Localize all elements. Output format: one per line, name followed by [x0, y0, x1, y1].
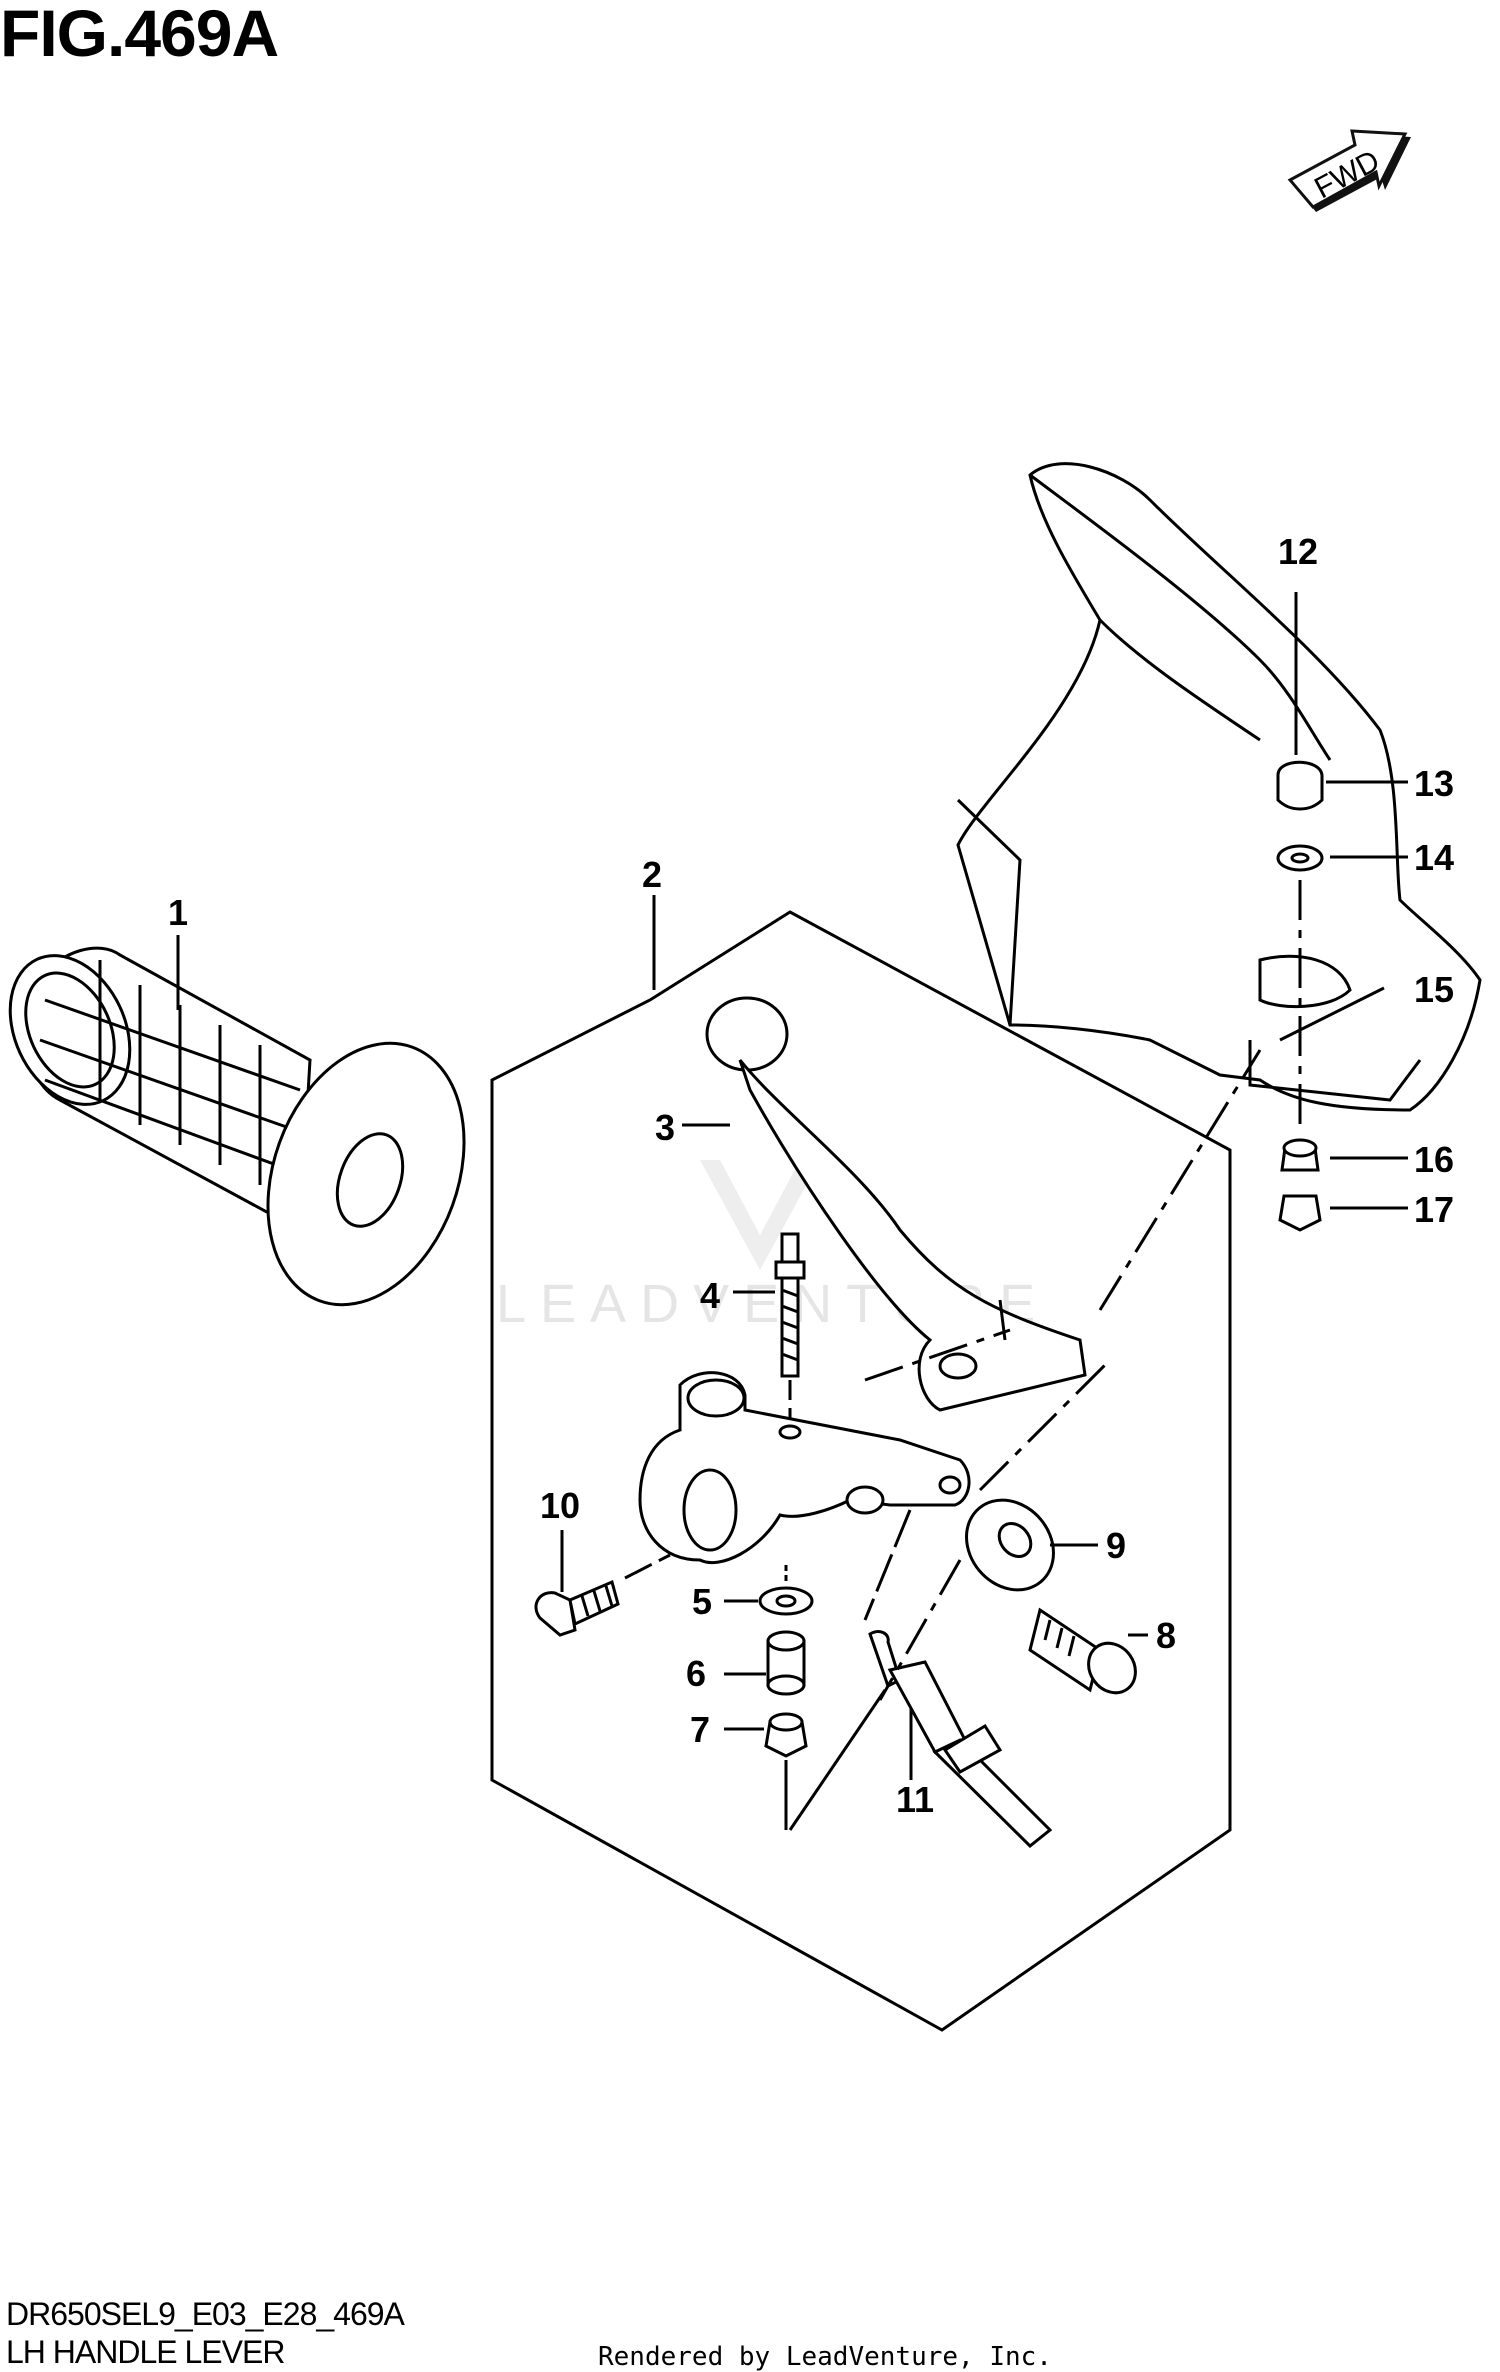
callout-2: 2 — [642, 854, 662, 895]
assembly-boundary — [490, 910, 1232, 2032]
lever-part — [705, 996, 1087, 1412]
callout-14: 14 — [1414, 837, 1454, 878]
fwd-arrow-icon: FWD — [1287, 129, 1411, 212]
callout-11: 11 — [896, 1779, 934, 1820]
hand-guard-part — [956, 462, 1482, 1112]
grip-part — [8, 946, 466, 1307]
model-code: DR650SEL9_E03_E28_469A — [6, 2296, 405, 2332]
callout-7: 7 — [690, 1709, 710, 1750]
leader-lines — [176, 592, 1408, 1831]
small-parts-column — [758, 1565, 814, 1830]
callout-17: 17 — [1414, 1189, 1454, 1230]
callout-16: 16 — [1414, 1139, 1454, 1180]
stud-bolt-part — [774, 1232, 806, 1430]
section-name: LH HANDLE LEVER — [6, 2334, 285, 2370]
callout-12: 12 — [1278, 531, 1318, 572]
callout-10: 10 — [540, 1485, 580, 1526]
callout-9: 9 — [1106, 1525, 1126, 1566]
callout-3: 3 — [655, 1107, 675, 1148]
cable-part — [863, 1509, 1053, 1849]
fasteners-right — [1276, 760, 1324, 1232]
locknut-part — [965, 1498, 1055, 1592]
callout-15: 15 — [1414, 969, 1454, 1010]
lever-holder-part — [638, 1371, 971, 1565]
callout-13: 13 — [1414, 763, 1454, 804]
callout-4: 4 — [700, 1275, 720, 1316]
adjuster-part — [1028, 1607, 1137, 1695]
callout-5: 5 — [692, 1581, 712, 1622]
callout-8: 8 — [1156, 1615, 1176, 1656]
callout-labels: 1 2 3 4 5 6 7 8 9 10 11 12 13 14 15 16 1… — [168, 531, 1454, 1820]
callout-6: 6 — [686, 1653, 706, 1694]
render-credit: Rendered by LeadVenture, Inc. — [598, 2342, 1052, 2372]
bolt-part — [534, 1553, 671, 1637]
figure-title: FIG.469A — [0, 0, 279, 70]
callout-1: 1 — [168, 892, 188, 933]
